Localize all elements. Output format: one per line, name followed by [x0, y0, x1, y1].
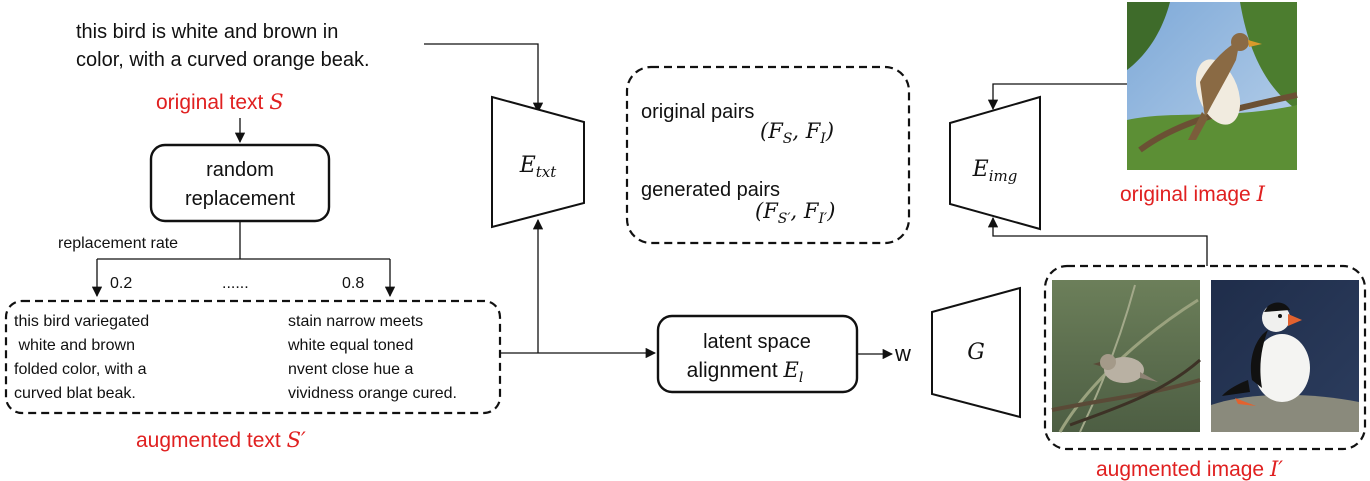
augmented-text-left-line-4: curved blat beak. — [14, 385, 136, 402]
generator-label: G — [967, 340, 985, 365]
random-replacement-line-2: replacement — [185, 188, 296, 210]
augmented-text-left-column: this bird variegated white and brown fol… — [14, 313, 149, 402]
arrow-original-image-to-encoder — [987, 83, 1127, 111]
augmented-text-label: augmented text S′ — [136, 428, 306, 452]
augmented-text-right-line-1: stain narrow meets — [288, 313, 423, 330]
replacement-rate-label: replacement rate — [58, 235, 178, 252]
augmented-text-right-column: stain narrow meets white equal toned nve… — [287, 313, 457, 402]
augmented-text-right-line-2: white equal toned — [287, 337, 413, 354]
augmented-bird-photo-1 — [1051, 280, 1201, 433]
original-bird-photo — [1127, 2, 1298, 170]
text-encoder-label: Etxt — [519, 153, 558, 181]
arrow-input-text-to-encoder — [424, 43, 544, 114]
input-text-line-2: color, with a curved orange beak. — [76, 49, 370, 71]
latent-w-label: w — [894, 341, 911, 366]
generated-pairs-label: generated pairs — [641, 179, 780, 201]
latent-alignment-line-1: latent space — [703, 331, 811, 353]
augmented-bird-photo-2 — [1211, 280, 1359, 432]
augmented-text-right-line-4: vividness orange cured. — [288, 385, 457, 402]
text-encoder-block — [491, 95, 585, 229]
rate-ellipsis: ...... — [222, 275, 249, 292]
image-encoder-block — [949, 95, 1041, 231]
augmented-text-left-line-3: folded color, with a — [14, 361, 147, 378]
original-pairs-formula: (FS, FI) — [760, 119, 834, 147]
original-pairs-label: original pairs — [641, 101, 754, 123]
augmented-image-box — [1043, 264, 1367, 451]
latent-alignment-line-2: alignment El — [687, 358, 804, 386]
original-image-label: original image I — [1120, 182, 1266, 206]
pairs-box — [625, 65, 911, 245]
original-text-label: original text S — [156, 90, 284, 114]
augmented-text-left-line-1: this bird variegated — [14, 313, 149, 330]
random-replacement-line-1: random — [206, 159, 274, 181]
rate-low-value: 0.2 — [110, 275, 132, 292]
rate-high-value: 0.8 — [342, 275, 364, 292]
arrow-augmented-image-to-encoder — [987, 216, 1208, 266]
augmented-text-box — [4, 299, 502, 415]
augmented-text-left-line-2: white and brown — [14, 337, 135, 354]
augmented-text-right-line-3: nvent close hue a — [288, 361, 414, 378]
generator-block — [931, 286, 1021, 419]
input-text-line-1: this bird is white and brown in — [76, 21, 338, 43]
generated-pairs-formula: (FS′, FI′) — [755, 199, 835, 227]
image-encoder-label: Eimg — [972, 157, 1018, 185]
augmented-image-label: augmented image I′ — [1096, 457, 1283, 481]
